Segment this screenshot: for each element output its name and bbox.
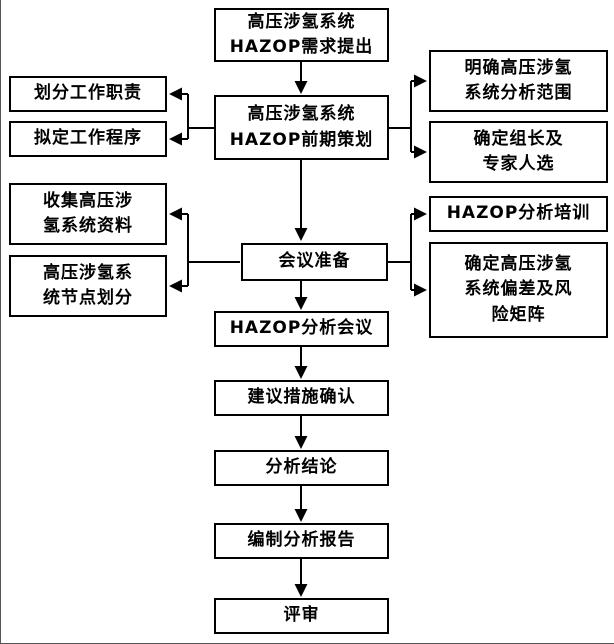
node-collect-system-data: 收集高压涉 氢系统资料 [9,183,167,245]
edge-planning-to-right [388,74,427,159]
node-hazop-requirement: 高压涉氢系统 HAZOP需求提出 [214,8,389,62]
node-measures-confirmation: 建议措施确认 [214,380,389,416]
edge-meeting-prep-to-right [388,207,427,297]
node-compile-analysis-report: 编制分析报告 [214,523,389,559]
edge-planning-to-left [169,87,215,146]
node-draft-work-procedures: 拟定工作程序 [9,121,167,157]
node-meeting-preparation: 会议准备 [241,243,388,281]
node-analysis-conclusion: 分析结论 [214,450,389,486]
node-divide-work-duties: 划分工作职责 [9,76,167,112]
node-review: 评审 [214,598,389,634]
node-select-leader-experts: 确定组长及 专家人选 [429,121,608,183]
node-deviation-risk-matrix: 确定高压涉氢 系统偏差及风 险矩阵 [429,242,608,338]
node-hazop-analysis-training: HAZOP分析培训 [429,196,608,232]
node-hazop-analysis-meeting: HAZOP分析会议 [214,311,389,347]
edge-meeting-prep-to-left [169,207,240,293]
node-define-analysis-scope: 明确高压涉氢 系统分析范围 [429,50,608,112]
node-hazop-preliminary-planning: 高压涉氢系统 HAZOP前期策划 [214,95,389,160]
node-system-node-division: 高压涉氢系 统节点划分 [9,255,167,317]
